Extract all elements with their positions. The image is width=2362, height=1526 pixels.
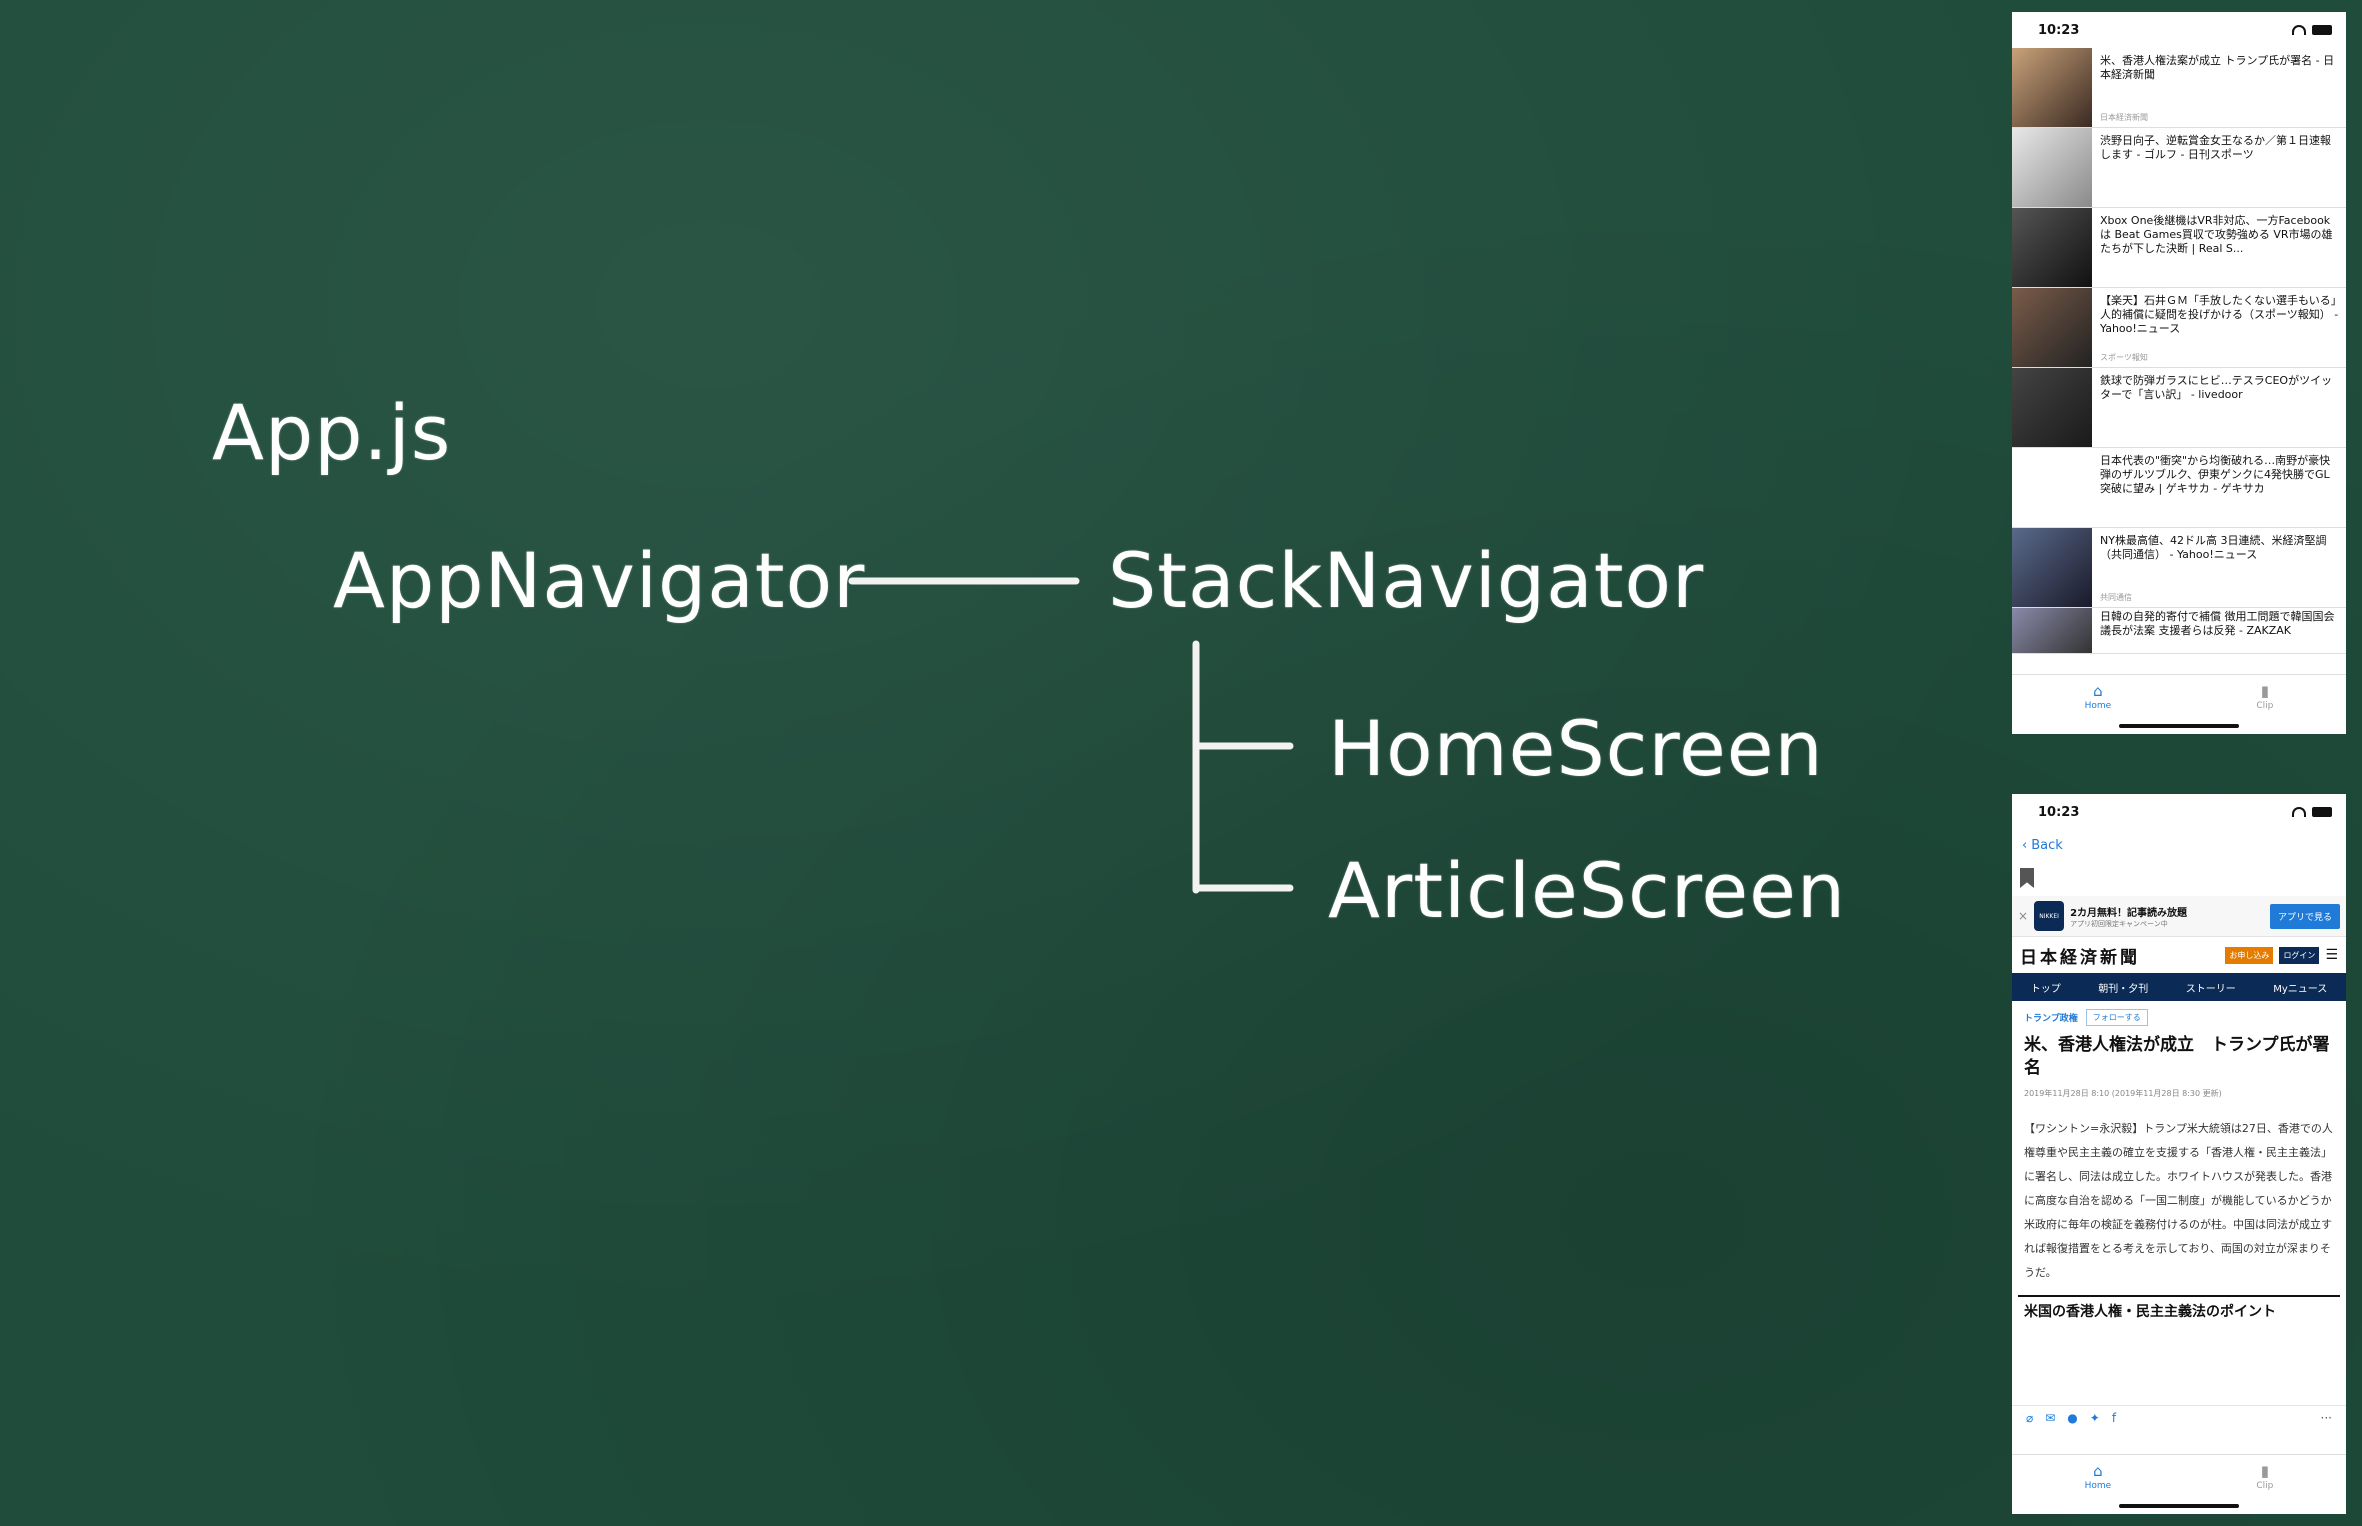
article-dateline: 2019年11月28日 8:10 (2019年11月28日 8:30 更新): [2024, 1089, 2222, 1098]
tab-label: Home: [2084, 701, 2112, 711]
clip-button[interactable]: [2012, 860, 2346, 896]
news-source: 共同通信: [2100, 593, 2132, 602]
follow-button[interactable]: フォローする: [2085, 1009, 2148, 1026]
news-thumbnail: [2012, 448, 2092, 527]
news-thumbnail: [2012, 128, 2092, 207]
nav-top[interactable]: トップ: [2030, 983, 2061, 995]
battery-icon: [2312, 25, 2332, 35]
news-thumbnail: [2012, 48, 2092, 127]
mail-icon[interactable]: ✉: [2045, 1411, 2056, 1425]
tab-label: Home: [2084, 1481, 2112, 1491]
promo-banner: × NIKKEI 2カ月無料！記事読み放題 アプリ初回限定キャンペーン中 アプリ…: [2012, 896, 2346, 937]
bookmark-icon: [2020, 868, 2034, 888]
news-item[interactable]: NY株最高値、42ドル高 3日連続、米経済堅調（共同通信） - Yahoo!ニュ…: [2012, 528, 2346, 608]
promo-subtitle: アプリ初回限定キャンペーン中: [2070, 919, 2168, 928]
app-navigator-label: AppNavigator: [333, 536, 866, 625]
news-item[interactable]: 日本代表の"衝突"から均衡破れる…南野が豪快弾のザルツブルク、伊東ゲンクに4発快…: [2012, 448, 2346, 528]
chevron-left-icon: ‹: [2022, 837, 2028, 853]
nikkei-app-logo: NIKKEI: [2034, 901, 2065, 931]
topic-tag[interactable]: トランプ政権: [2024, 1014, 2078, 1024]
news-title: 米、香港人権法案が成立 トランプ氏が署名 - 日本経済新聞: [2100, 54, 2335, 81]
news-item[interactable]: 米、香港人権法案が成立 トランプ氏が署名 - 日本経済新聞日本経済新聞: [2012, 48, 2346, 128]
tab-clip[interactable]: ▮Clip: [2256, 683, 2273, 711]
share-bar: ⌀ ✉ ● ✦ f ···: [2012, 1405, 2346, 1430]
tab-label: Clip: [2256, 701, 2274, 711]
topic-row: トランプ政権 フォローする: [2012, 1001, 2346, 1030]
news-source: 日本経済新聞: [2100, 113, 2148, 122]
article-headline: 米、香港人権法が成立 トランプ氏が署名: [2024, 1035, 2330, 1078]
news-title: NY株最高値、42ドル高 3日連続、米経済堅調（共同通信） - Yahoo!ニュ…: [2100, 534, 2327, 561]
status-bar: 10:23: [2012, 794, 2346, 830]
news-title: 渋野日向子、逆転賞金女王なるか／第１日速報します - ゴルフ - 日刊スポーツ: [2100, 134, 2331, 161]
news-thumbnail: [2012, 208, 2092, 287]
home-indicator: [2119, 1504, 2239, 1508]
news-thumbnail: [2012, 608, 2092, 653]
paperclip-icon[interactable]: ⌀: [2026, 1411, 2034, 1425]
bookmark-icon: ▮: [2260, 1462, 2269, 1480]
hamburger-menu-icon[interactable]: ☰: [2325, 947, 2338, 963]
nikkei-logo[interactable]: 日本経済新聞: [2020, 947, 2140, 968]
news-item[interactable]: Xbox One後継機はVR非対応、一方Facebookは Beat Games…: [2012, 208, 2346, 288]
tab-bar: ⌂Home ▮Clip: [2012, 674, 2346, 734]
article-body: 【ワシントン=永沢毅】トランプ米大統領は27日、香港での人権尊重や民主主義の確立…: [2024, 1122, 2333, 1279]
home-icon: ⌂: [2093, 1462, 2103, 1480]
more-icon[interactable]: ···: [2320, 1411, 2332, 1425]
nav-my-news[interactable]: Myニュース: [2273, 983, 2328, 995]
news-thumbnail: [2012, 368, 2092, 447]
chat-icon[interactable]: ●: [2067, 1411, 2078, 1425]
status-bar: 10:23: [2012, 12, 2346, 48]
back-label: Back: [2031, 837, 2063, 853]
article-screen-label: ArticleScreen: [1328, 846, 1847, 935]
tab-home[interactable]: ⌂Home: [2085, 1463, 2112, 1491]
battery-icon: [2312, 807, 2332, 817]
app-js-label: App.js: [212, 388, 452, 477]
tab-label: Clip: [2256, 1481, 2274, 1491]
section-heading: 米国の香港人権・民主主義法のポイント: [2018, 1295, 2340, 1321]
news-item[interactable]: 渋野日向子、逆転賞金女王なるか／第１日速報します - ゴルフ - 日刊スポーツ: [2012, 128, 2346, 208]
back-button[interactable]: ‹ Back: [2012, 830, 2346, 860]
news-title: 【楽天】石井ＧＭ「手放したくない選手もいる」人的補償に疑問を投げかける（スポーツ…: [2100, 294, 2339, 335]
news-title: 日韓の自発的寄付で補償 徴用工問題で韓国国会議長が法案 支援者らは反発 - ZA…: [2100, 610, 2335, 637]
nav-morning-evening[interactable]: 朝刊・夕刊: [2098, 983, 2149, 995]
facebook-icon[interactable]: f: [2111, 1411, 2117, 1425]
site-nav: トップ 朝刊・夕刊 ストーリー Myニュース: [2012, 973, 2346, 1001]
news-thumbnail: [2012, 288, 2092, 367]
wifi-icon: [2292, 25, 2306, 35]
close-icon[interactable]: ×: [2018, 909, 2029, 923]
masthead: 日本経済新聞 お申し込み ログイン ☰: [2012, 937, 2346, 973]
news-title: 日本代表の"衝突"から均衡破れる…南野が豪快弾のザルツブルク、伊東ゲンクに4発快…: [2100, 454, 2331, 495]
tab-clip[interactable]: ▮Clip: [2256, 1463, 2273, 1491]
subscribe-button[interactable]: お申し込み: [2225, 946, 2274, 964]
status-time: 10:23: [2038, 804, 2080, 820]
nav-story[interactable]: ストーリー: [2185, 983, 2236, 995]
home-screen-label: HomeScreen: [1328, 704, 1824, 793]
news-item[interactable]: 【楽天】石井ＧＭ「手放したくない選手もいる」人的補償に疑問を投げかける（スポーツ…: [2012, 288, 2346, 368]
home-icon: ⌂: [2093, 682, 2103, 700]
article-screen-phone: 10:23 ‹ Back × NIKKEI 2カ月無料！記事読み放題 アプリ初回…: [2012, 794, 2346, 1514]
news-title: 鉄球で防弾ガラスにヒビ…テスラCEOがツイッターで「言い訳」 - livedoo…: [2100, 374, 2333, 401]
open-app-button[interactable]: アプリで見る: [2269, 903, 2340, 929]
news-title: Xbox One後継機はVR非対応、一方Facebookは Beat Games…: [2100, 214, 2333, 255]
tab-bar: ⌂Home ▮Clip: [2012, 1454, 2346, 1514]
news-item[interactable]: 鉄球で防弾ガラスにヒビ…テスラCEOがツイッターで「言い訳」 - livedoo…: [2012, 368, 2346, 448]
news-list: 米、香港人権法案が成立 トランプ氏が署名 - 日本経済新聞日本経済新聞 渋野日向…: [2012, 48, 2346, 654]
status-time: 10:23: [2038, 22, 2080, 38]
twitter-icon[interactable]: ✦: [2089, 1411, 2100, 1425]
login-button[interactable]: ログイン: [2279, 946, 2320, 964]
stack-navigator-label: StackNavigator: [1108, 536, 1705, 625]
news-item[interactable]: 日韓の自発的寄付で補償 徴用工問題で韓国国会議長が法案 支援者らは反発 - ZA…: [2012, 608, 2346, 654]
promo-title: 2カ月無料！記事読み放題: [2070, 907, 2188, 919]
wifi-icon: [2292, 807, 2306, 817]
news-thumbnail: [2012, 528, 2092, 607]
bookmark-icon: ▮: [2260, 682, 2269, 700]
home-screen-phone: 10:23 米、香港人権法案が成立 トランプ氏が署名 - 日本経済新聞日本経済新…: [2012, 12, 2346, 734]
news-source: スポーツ報知: [2100, 353, 2148, 362]
home-indicator: [2119, 724, 2239, 728]
tab-home[interactable]: ⌂Home: [2085, 683, 2112, 711]
